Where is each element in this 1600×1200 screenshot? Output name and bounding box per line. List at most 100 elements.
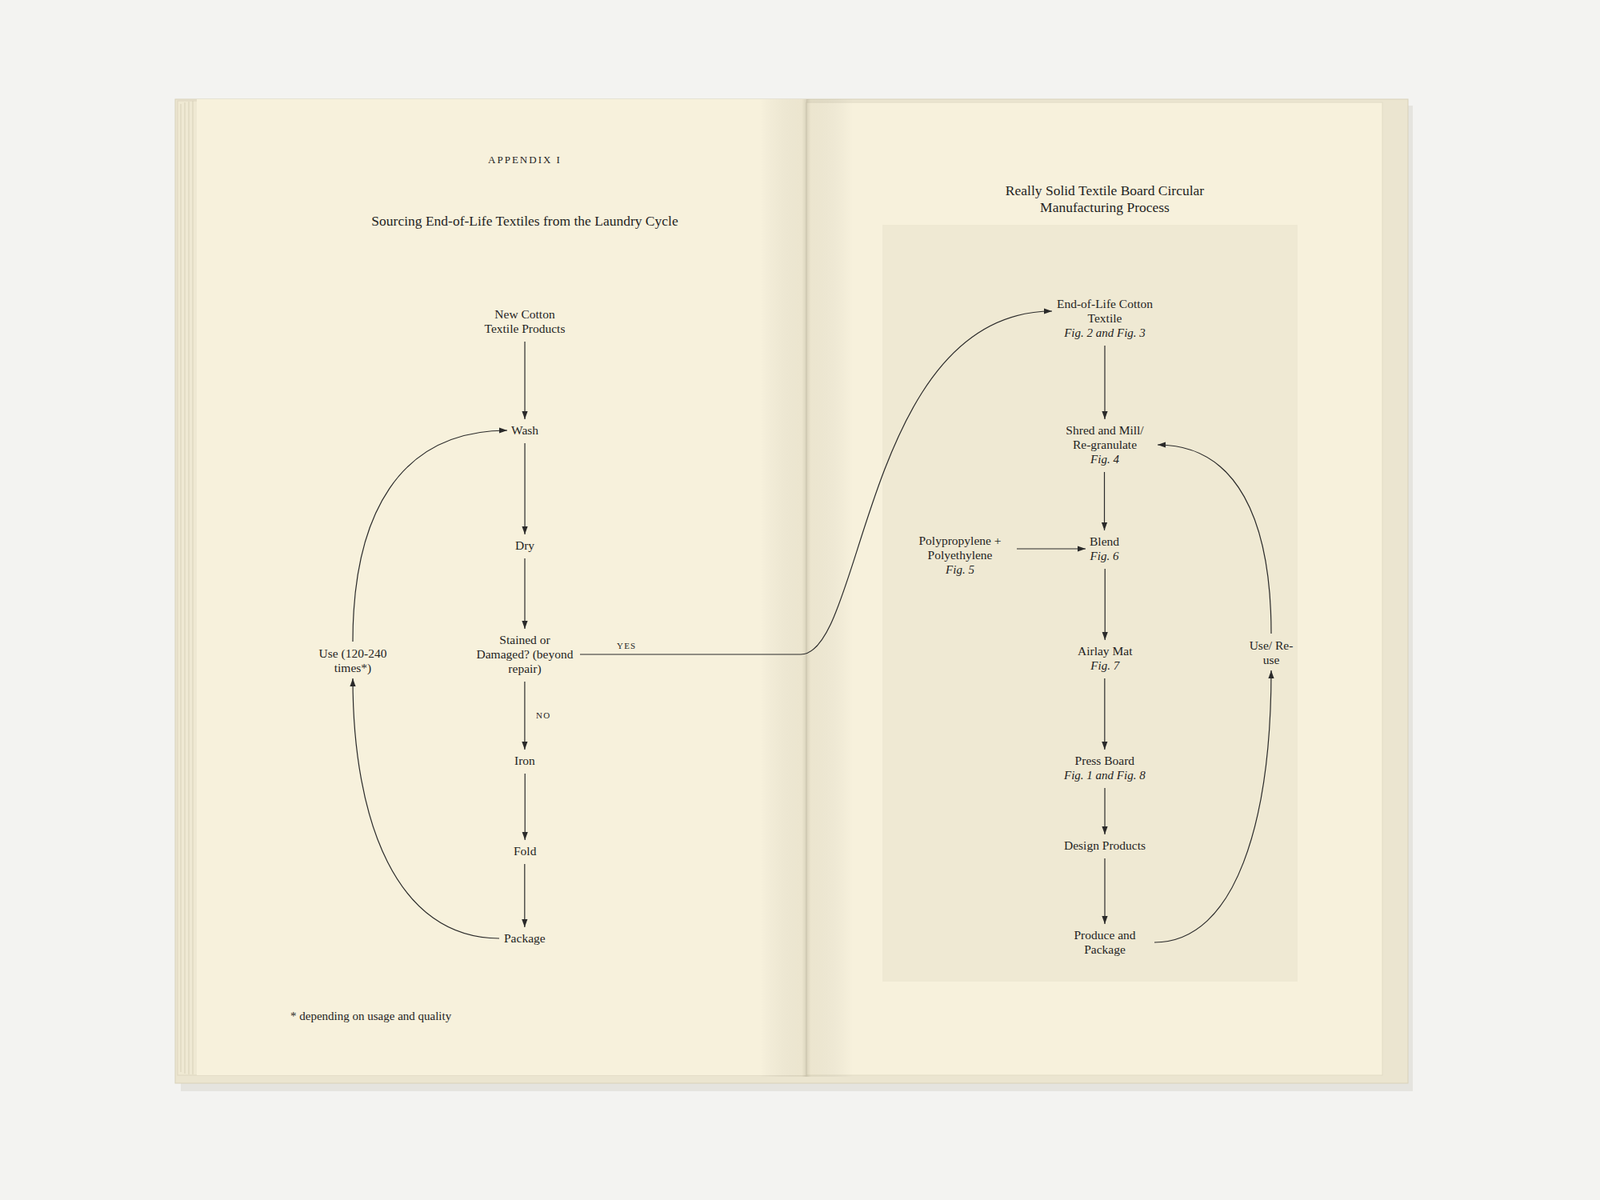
arrowhead (521, 741, 528, 750)
arrowhead (1101, 411, 1108, 420)
figure-reference: Fig. 1 and Fig. 8 (1064, 768, 1146, 783)
process-step: Produce and Package (1060, 928, 1150, 957)
appendix-heading: APPENDIX I (488, 153, 562, 167)
arrowhead (521, 620, 528, 629)
figure-reference: Fig. 7 (1077, 658, 1132, 673)
arrowhead (1157, 441, 1166, 448)
flow-line (1104, 345, 1105, 420)
flow-connector (1101, 345, 1108, 420)
process-step: Dry (515, 538, 535, 553)
step-label: Press Board (1064, 753, 1146, 768)
flow-line (524, 864, 525, 928)
step-label: Shred and Mill/ Re-granulate (1056, 423, 1154, 452)
flow-connector (521, 558, 528, 629)
process-step: End-of-Life Cotton TextileFig. 2 and Fig… (1056, 296, 1154, 340)
flow-connector (1101, 678, 1108, 750)
arrowhead (1101, 522, 1108, 531)
process-step: Use/ Re-use (1244, 638, 1298, 668)
arrowhead (522, 832, 528, 840)
figure-reference: Fig. 2 and Fig. 3 (1056, 325, 1154, 340)
flow-connector (580, 308, 1052, 655)
process-step: New Cotton Textile Products (480, 307, 570, 336)
process-step: Wash (511, 423, 539, 438)
figure-reference: Fig. 6 (1089, 548, 1120, 564)
process-step: Package (504, 931, 546, 946)
flow-connector (521, 443, 528, 535)
arrowhead (521, 526, 528, 535)
process-step: Design Products (1064, 838, 1146, 853)
flow-line (1104, 858, 1105, 924)
flow-connector (1101, 858, 1108, 924)
flow-line (1104, 472, 1105, 531)
step-label: Iron (514, 753, 536, 768)
arrowhead (1077, 545, 1086, 552)
process-step: BlendFig. 6 (1089, 534, 1120, 564)
flow-connector (349, 678, 500, 939)
step-label: Use (120-240 times*) (300, 646, 405, 676)
step-label: End-of-Life Cotton Textile (1056, 296, 1154, 326)
arrowhead (499, 427, 508, 433)
decision-step: Stained or Damaged? (beyond repair) (476, 632, 574, 676)
flow-connector (1157, 441, 1272, 634)
process-step: Use (120-240 times*) (300, 646, 405, 676)
book-cover (175, 99, 1408, 1084)
process-step: Airlay MatFig. 7 (1077, 644, 1132, 673)
page-edge (180, 104, 182, 1072)
flow-connector (1101, 472, 1108, 531)
flow-line (352, 430, 508, 642)
flow-line (1016, 548, 1086, 549)
flow-line (1157, 444, 1272, 634)
flow-connector (522, 773, 528, 840)
left-page (196, 99, 807, 1076)
step-label: Use/ Re-use (1244, 638, 1298, 668)
arrowhead (1101, 916, 1108, 924)
step-label: Wash (511, 423, 539, 438)
step-label: Fold (513, 844, 536, 859)
flow-connector (1101, 788, 1108, 835)
flow-connector (521, 864, 528, 928)
figure-reference: Fig. 5 (908, 562, 1012, 577)
flow-connector (521, 681, 528, 750)
flow-line (1104, 568, 1106, 640)
step-label: Design Products (1064, 838, 1146, 853)
flow-line (524, 341, 525, 420)
process-step: Press BoardFig. 1 and Fig. 8 (1064, 753, 1146, 783)
flow-line (580, 311, 1052, 655)
flow-line (524, 443, 525, 535)
step-label: New Cotton Textile Products (480, 307, 570, 336)
arrowhead (1268, 670, 1274, 679)
process-step: Shred and Mill/ Re-granulateFig. 4 (1056, 423, 1154, 467)
branch-label: YES (616, 640, 636, 652)
flow-connector (1016, 545, 1086, 552)
step-label: Produce and Package (1060, 928, 1150, 957)
show-through-panel (882, 224, 1298, 982)
arrowhead (1101, 741, 1108, 750)
section-heading: Really Solid Textile Board Circular Manu… (1000, 182, 1210, 216)
flow-line (1154, 670, 1272, 943)
flow-line (524, 558, 525, 629)
flow-line (352, 678, 500, 939)
step-label: Polypropylene + Polyethylene (908, 533, 1012, 563)
step-label: Stained or Damaged? (beyond repair) (476, 632, 574, 676)
step-label: Package (504, 931, 546, 946)
footnote: * depending on usage and quality (290, 1008, 452, 1024)
flow-connector (1102, 568, 1108, 640)
flow-line (1104, 678, 1105, 750)
process-step: Fold (513, 844, 536, 859)
flow-line (524, 773, 526, 840)
arrowhead (521, 411, 528, 420)
process-step: Iron (514, 753, 536, 768)
process-step: Polypropylene + PolyethyleneFig. 5 (908, 533, 1012, 577)
flow-connector (521, 341, 528, 420)
arrowhead (1044, 308, 1052, 314)
flow-connector (352, 427, 508, 642)
flow-connector (1154, 670, 1275, 943)
gutter-shade (760, 99, 853, 1077)
arrowhead (1102, 632, 1108, 640)
arrowhead (349, 678, 356, 687)
branch-label: NO (536, 710, 551, 721)
page-edge (184, 102, 186, 1074)
